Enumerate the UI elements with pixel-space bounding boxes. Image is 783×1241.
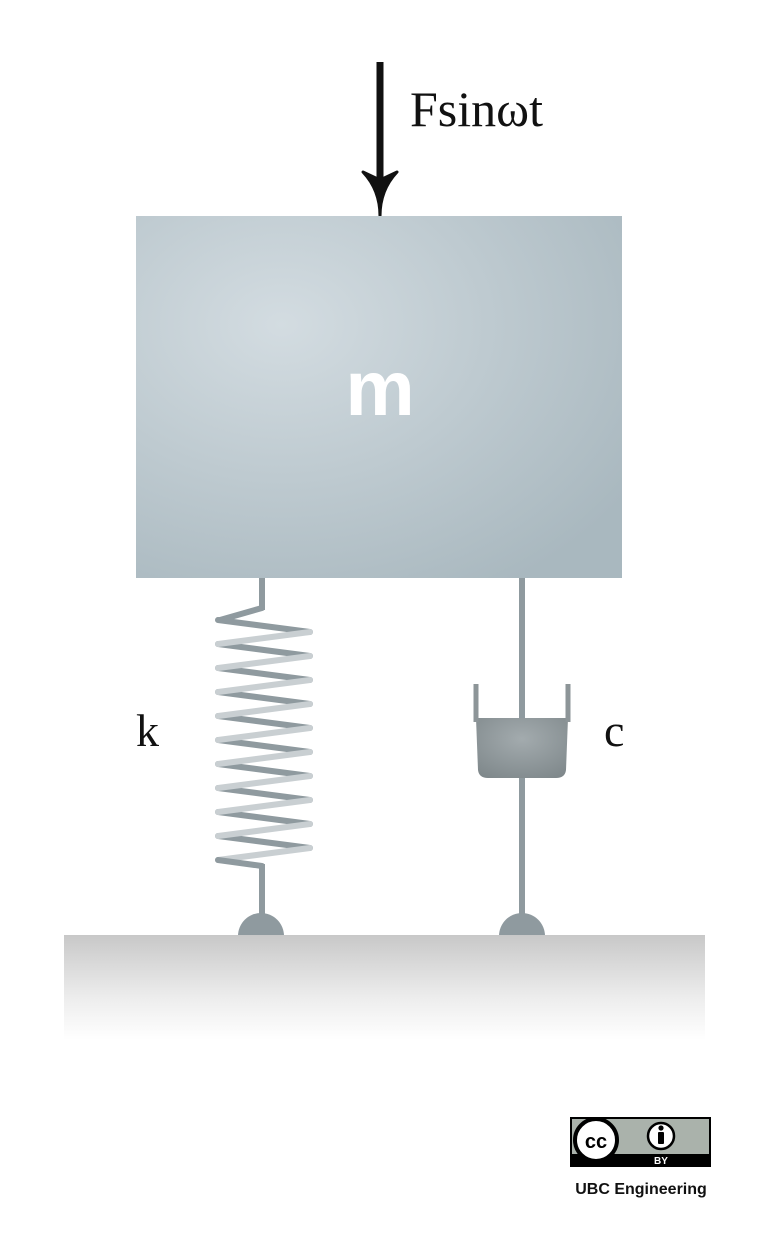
spring-coil-back (215, 713, 313, 731)
spring-coil-back (215, 641, 313, 659)
spring-coil-back (215, 665, 313, 683)
spring-label: k (136, 705, 159, 756)
spring-coils (215, 617, 313, 869)
spring-coil-front (215, 749, 313, 767)
spring-coil-front (215, 725, 313, 743)
cc-by-license-badge: cc BY (570, 1117, 711, 1167)
cc-icon (573, 1117, 619, 1163)
spring-coil-back (215, 785, 313, 803)
spring-coil-front (215, 677, 313, 695)
spring-coil-back (215, 617, 313, 635)
by-text: BY (654, 1156, 668, 1167)
spring-coil-back (215, 833, 313, 851)
force-label: Fsinωt (410, 81, 543, 137)
spring-coil-front (215, 629, 313, 647)
spring (215, 578, 313, 932)
ground (64, 935, 705, 1040)
spring-coil-front (215, 653, 313, 671)
damper-label: c (604, 705, 624, 756)
spring-tail (215, 857, 265, 869)
force-arrow (361, 62, 399, 218)
spring-coil-back (215, 809, 313, 827)
mass-block (136, 216, 622, 578)
spring-mount (238, 913, 284, 936)
attribution-icon (646, 1121, 676, 1151)
spring-coil-front (215, 821, 313, 839)
damper-cylinder (476, 718, 568, 778)
damper-mount (499, 913, 545, 936)
spring-coil-front (215, 797, 313, 815)
damper (473, 578, 571, 932)
spring-coil-front (215, 773, 313, 791)
credit-text: UBC Engineering (575, 1181, 707, 1198)
mass-label: m (345, 344, 414, 432)
spring-coil-back (215, 689, 313, 707)
cc-icon-text: cc (585, 1131, 607, 1153)
spring-coil-front (215, 845, 313, 863)
spring-coil-back (215, 761, 313, 779)
spring-coil-front (215, 701, 313, 719)
spring-coil-back (215, 737, 313, 755)
